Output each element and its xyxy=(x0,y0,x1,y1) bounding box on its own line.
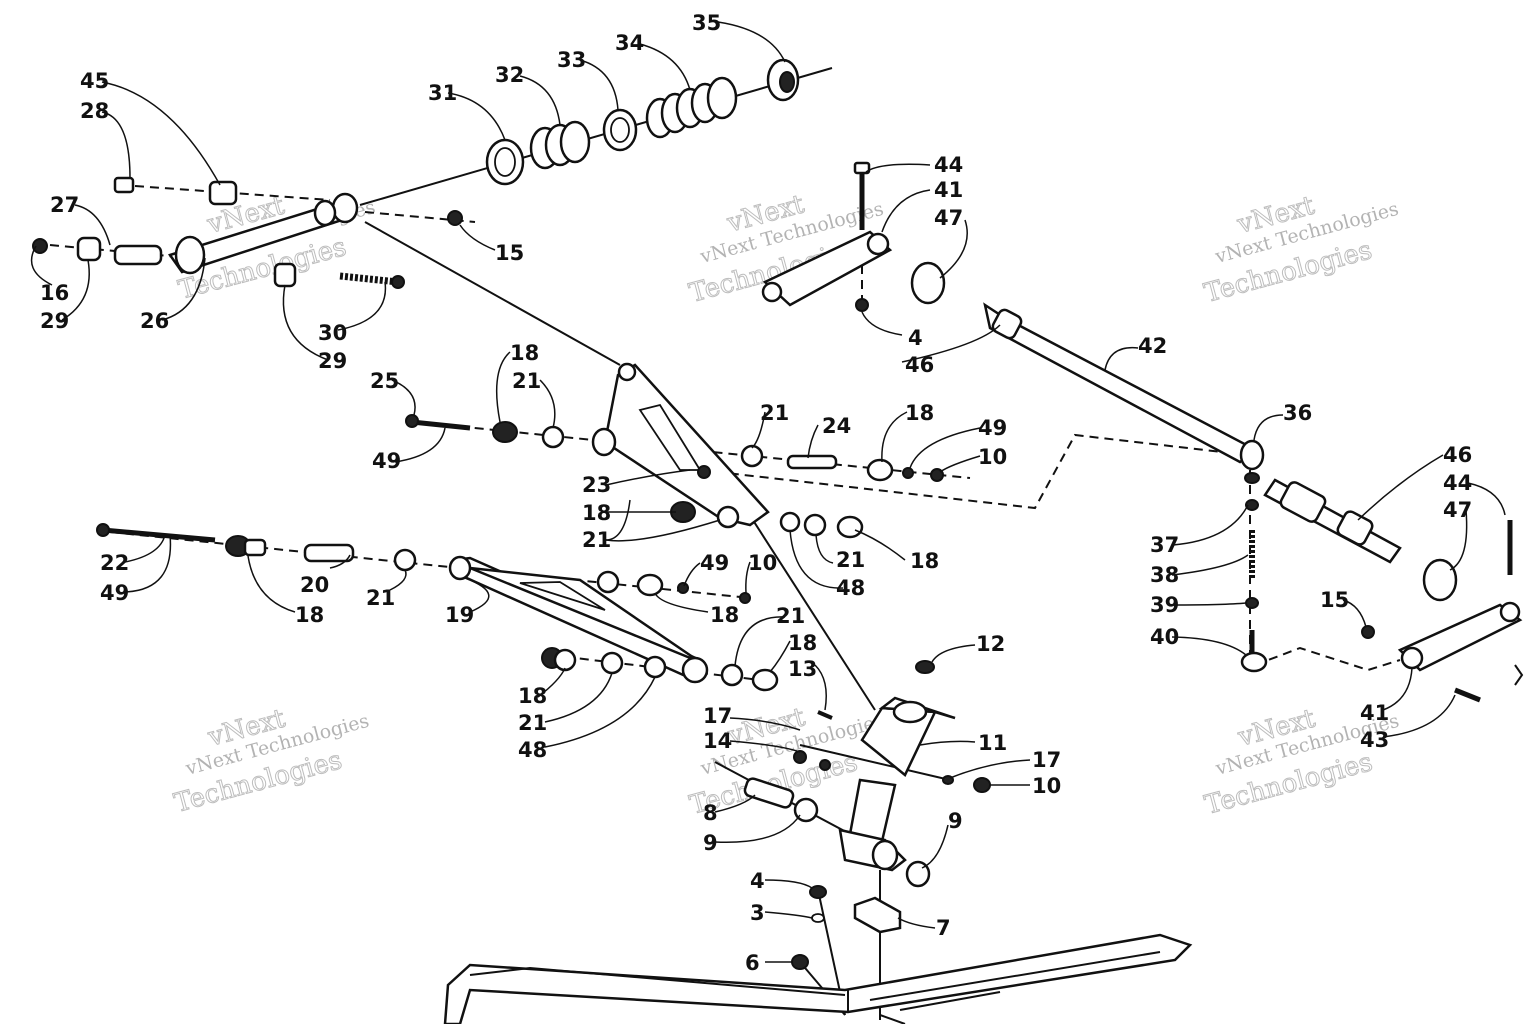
callout-7: 7 xyxy=(936,916,951,940)
callout-18: 18 xyxy=(510,341,539,365)
callout-21e: 21 xyxy=(366,586,395,610)
lower-a-arm xyxy=(96,523,779,692)
callout-33: 33 xyxy=(557,48,586,72)
callout-4: 4 xyxy=(908,326,923,350)
callout-21c: 21 xyxy=(760,401,789,425)
callout-12: 12 xyxy=(976,632,1005,656)
callout-10c: 10 xyxy=(1032,774,1061,798)
callout-18e: 18 xyxy=(295,603,324,627)
callout-3: 3 xyxy=(750,901,765,925)
callout-49d: 49 xyxy=(700,551,729,575)
callout-9: 9 xyxy=(703,831,718,855)
callout-labels: 45 28 27 16 29 26 30 29 31 32 33 34 35 1… xyxy=(40,11,1472,975)
tie-rod xyxy=(983,302,1513,602)
tie-rod-end-stack xyxy=(1240,472,1268,673)
callout-11: 11 xyxy=(978,731,1007,755)
callout-10b: 10 xyxy=(748,551,777,575)
callout-19: 19 xyxy=(445,603,474,627)
callout-42: 42 xyxy=(1138,334,1167,358)
callout-18c: 18 xyxy=(905,401,934,425)
callout-21: 21 xyxy=(512,369,541,393)
callout-4b: 4 xyxy=(750,869,765,893)
callout-44b: 44 xyxy=(1443,471,1472,495)
callout-15b: 15 xyxy=(1320,588,1349,612)
callout-22: 22 xyxy=(100,551,129,575)
callout-47b: 47 xyxy=(1443,498,1472,522)
callout-20: 20 xyxy=(300,573,329,597)
callout-8: 8 xyxy=(703,801,718,825)
callout-43: 43 xyxy=(1360,728,1389,752)
callout-18g: 18 xyxy=(788,631,817,655)
callout-29b: 29 xyxy=(318,349,347,373)
callout-37: 37 xyxy=(1150,533,1179,557)
callout-25: 25 xyxy=(370,369,399,393)
callout-21d: 21 xyxy=(836,548,865,572)
watermark-right-top: vNext vNext Technologies Technologies xyxy=(1201,190,1401,309)
callout-10: 10 xyxy=(978,445,1007,469)
callout-31: 31 xyxy=(428,81,457,105)
callout-18d: 18 xyxy=(910,549,939,573)
callout-23: 23 xyxy=(582,473,611,497)
callout-18h: 18 xyxy=(518,684,547,708)
upper-a-arm xyxy=(405,362,944,604)
callout-36: 36 xyxy=(1283,401,1312,425)
callout-46b: 46 xyxy=(1443,443,1472,467)
callout-32: 32 xyxy=(495,63,524,87)
callout-17b: 17 xyxy=(1032,748,1061,772)
spring-stack xyxy=(485,58,800,186)
callout-48b: 48 xyxy=(518,738,547,762)
callout-13: 13 xyxy=(788,657,817,681)
callout-48: 48 xyxy=(836,576,865,600)
callout-41: 41 xyxy=(934,178,963,202)
callout-46: 46 xyxy=(905,353,934,377)
callout-21g: 21 xyxy=(518,711,547,735)
callout-35: 35 xyxy=(692,11,721,35)
callout-49c: 49 xyxy=(100,581,129,605)
callout-45: 45 xyxy=(80,69,109,93)
leader-lines xyxy=(30,21,1506,963)
callout-44: 44 xyxy=(934,153,963,177)
callout-34: 34 xyxy=(615,31,644,55)
callout-49: 49 xyxy=(372,449,401,473)
callout-21f: 21 xyxy=(776,604,805,628)
callout-16: 16 xyxy=(40,281,69,305)
callout-21b: 21 xyxy=(582,528,611,552)
callout-18b: 18 xyxy=(582,501,611,525)
ski-body xyxy=(443,933,1193,1024)
callout-24: 24 xyxy=(822,414,851,438)
steering-arm-lower xyxy=(1361,601,1524,703)
callout-26: 26 xyxy=(140,309,169,333)
callout-17: 17 xyxy=(703,704,732,728)
steering-arm-upper xyxy=(761,161,946,312)
callout-6: 6 xyxy=(745,951,760,975)
callout-30: 30 xyxy=(318,321,347,345)
callout-38: 38 xyxy=(1150,563,1179,587)
callout-39: 39 xyxy=(1150,593,1179,617)
watermark-left-bottom: vNext vNext Technologies Technologies xyxy=(171,703,372,819)
callout-29: 29 xyxy=(40,309,69,333)
callout-40: 40 xyxy=(1150,625,1179,649)
callout-28: 28 xyxy=(80,99,109,123)
callout-41b: 41 xyxy=(1360,701,1389,725)
shock-absorber-assembly xyxy=(32,176,463,289)
callout-27: 27 xyxy=(50,193,79,217)
callout-9b: 9 xyxy=(948,809,963,833)
callout-15: 15 xyxy=(495,241,524,265)
callout-18f: 18 xyxy=(710,603,739,627)
callout-49b: 49 xyxy=(978,416,1007,440)
callout-14: 14 xyxy=(703,729,732,753)
callout-47: 47 xyxy=(934,206,963,230)
